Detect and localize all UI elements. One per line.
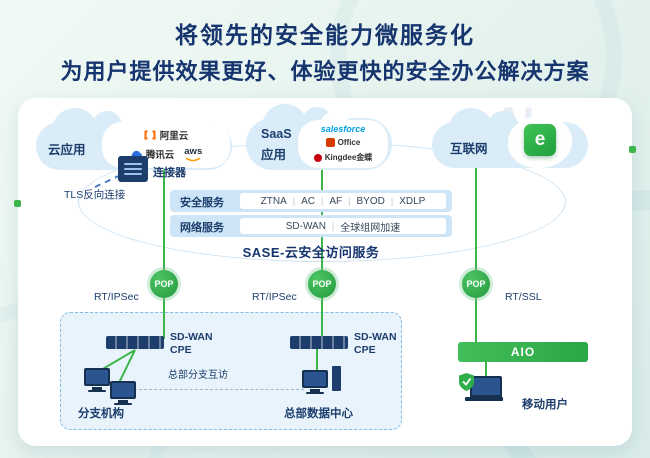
- hq-server-tower-icon: [332, 366, 341, 391]
- sase-service-label: SASE-云安全访问服务: [242, 245, 380, 260]
- sdwan-cpe-label-hq: SD-WAN CPE: [354, 331, 397, 357]
- pop-node-middle: POP: [308, 270, 336, 298]
- connector-label: 连接器: [153, 167, 186, 179]
- office-logo: Office: [298, 138, 388, 147]
- service-item: 全球组网加速: [340, 222, 401, 234]
- tls-reverse-link-label: TLS反向连接: [64, 189, 126, 201]
- service-item: XDLP: [399, 195, 426, 207]
- pop-node-left: POP: [150, 270, 178, 298]
- security-services-row: 安全服务 ZTNA|AC|AF|BYOD|XDLP: [170, 190, 452, 212]
- site-group-box: [60, 312, 402, 430]
- browser-icon: e: [524, 124, 556, 156]
- internet-cloud: 互联网 e: [432, 108, 588, 168]
- cloud-apps-label: 云应用: [48, 143, 86, 157]
- service-item: BYOD: [356, 195, 385, 207]
- saas-logo-area: salesforce Office Kingdee金蝶: [298, 111, 388, 168]
- network-services-label: 网络服务: [180, 222, 224, 234]
- mobile-user-label: 移动用户: [522, 399, 568, 411]
- sdwan-cpe-label-branch: SD-WAN CPE: [170, 331, 213, 357]
- alibaba-bracket-icon: [144, 130, 156, 140]
- connection-line: [163, 170, 165, 270]
- kingdee-logo: Kingdee金蝶: [298, 152, 388, 163]
- connection-line: [475, 168, 477, 270]
- hq-server-icon: [302, 370, 328, 394]
- interconnect-label: 总部分支互访: [168, 370, 228, 381]
- network-services-items: SD-WAN|全球组网加速: [240, 218, 446, 234]
- hq-site-label: 总部数据中心: [284, 408, 353, 420]
- edge-decoration-dot: [14, 200, 21, 207]
- link-label-left: RT/IPSec: [94, 291, 139, 303]
- kingdee-icon: [313, 153, 322, 162]
- connection-line: [163, 297, 165, 339]
- internet-label: 互联网: [450, 142, 488, 156]
- network-services-row: 网络服务 SD-WAN|全球组网加速: [170, 215, 452, 237]
- aio-gateway-box: AIO: [458, 342, 588, 362]
- branch-computer-icon: [84, 368, 110, 392]
- shield-icon: [459, 373, 474, 391]
- service-item: ZTNA: [260, 195, 287, 207]
- sdwan-cpe-device-branch: [106, 336, 164, 349]
- tencent-cloud-logo: 腾讯云: [130, 147, 174, 161]
- salesforce-logo: salesforce: [320, 124, 366, 134]
- interconnect-dashed-line: [134, 389, 304, 390]
- cloud-apps-logo-row-2: 腾讯云 aws: [102, 147, 230, 162]
- headline-line-2: 为用户提供效果更好、体验更快的安全办公解决方案: [60, 59, 590, 84]
- alibaba-cloud-logo: 阿里云: [102, 128, 230, 142]
- security-services-items: ZTNA|AC|AF|BYOD|XDLP: [240, 193, 446, 209]
- connector-device-icon: [118, 156, 148, 182]
- connection-line: [475, 297, 477, 342]
- office-icon: [325, 138, 335, 147]
- aws-smile-icon: [185, 156, 201, 161]
- tencent-cloud-icon: [131, 150, 142, 158]
- connection-line: [321, 297, 323, 339]
- laptop-icon: [465, 376, 503, 401]
- saas-label-line2: 应用: [261, 148, 287, 162]
- saas-apps-cloud: SaaS 应用 salesforce Office Kingdee金蝶: [246, 104, 392, 170]
- aws-logo: aws: [184, 147, 202, 162]
- connection-line: [485, 362, 487, 379]
- security-services-label: 安全服务: [180, 197, 224, 209]
- pop-node-right: POP: [462, 270, 490, 298]
- connection-line: [316, 349, 318, 372]
- link-label-middle: RT/IPSec: [252, 291, 297, 303]
- saas-label-line1: SaaS: [261, 127, 292, 141]
- sdwan-cpe-device-hq: [290, 336, 348, 349]
- service-item: AF: [329, 195, 343, 207]
- branch-computer-icon: [110, 381, 136, 405]
- branch-site-label: 分支机构: [78, 408, 124, 420]
- link-label-right: RT/SSL: [505, 291, 542, 303]
- headline-line-1: 将领先的安全能力微服务化: [175, 22, 475, 48]
- edge-decoration-dot: [629, 146, 636, 153]
- service-item: SD-WAN: [285, 220, 326, 232]
- service-item: AC: [301, 195, 316, 207]
